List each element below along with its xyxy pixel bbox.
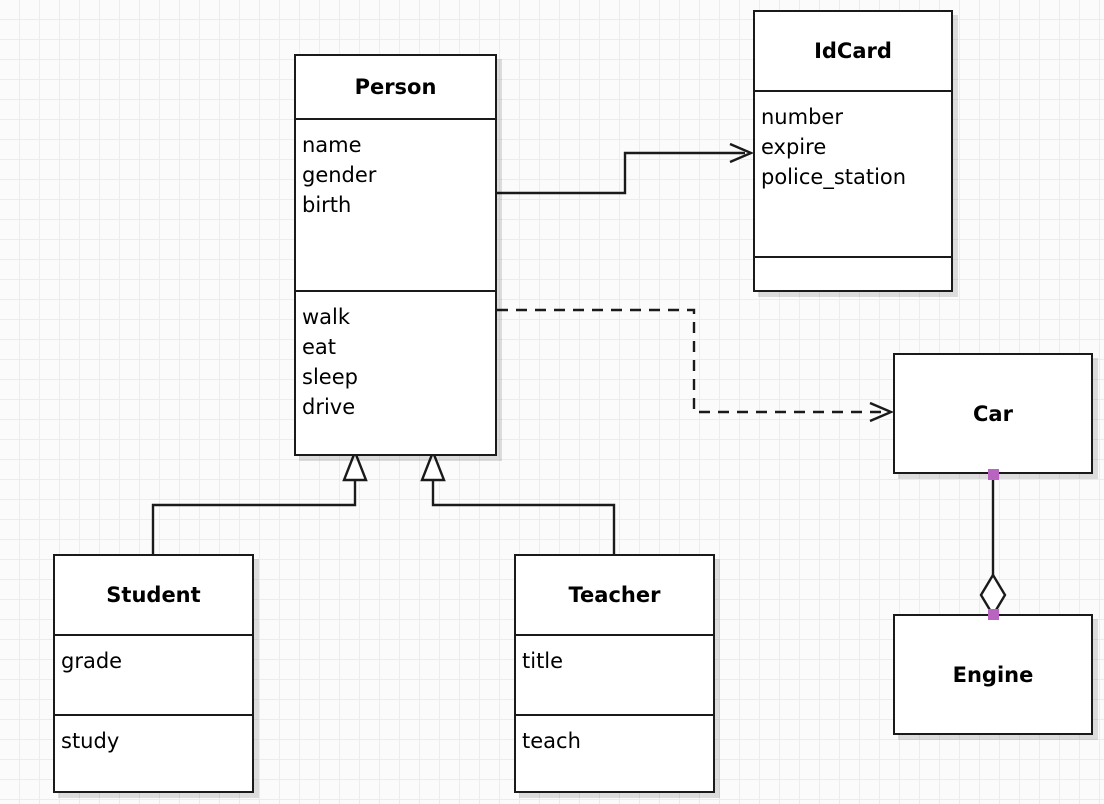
class-methods-person: walk eat sleep drive (296, 290, 495, 454)
edge-person-car (497, 308, 895, 423)
edge-teacher-person (420, 448, 616, 554)
class-methods-idcard (755, 256, 951, 290)
method-row: sleep (302, 365, 358, 389)
class-title-car: Car (973, 401, 1013, 426)
attribute-row: police_station (761, 165, 907, 189)
method-row: walk (302, 305, 351, 329)
edge-handle-engine-end[interactable] (988, 609, 999, 620)
class-title-student: Student (106, 583, 201, 607)
class-box-teacher[interactable]: Teacher title teach (514, 554, 715, 793)
class-box-engine[interactable]: Engine (893, 614, 1093, 735)
class-box-student[interactable]: Student grade study (53, 554, 254, 793)
class-box-person[interactable]: Person name gender birth walk eat sleep … (294, 54, 497, 456)
edge-handle-car-end[interactable] (988, 469, 999, 480)
class-methods-student: study (55, 714, 252, 791)
attribute-row: gender (302, 163, 377, 187)
edge-student-person (151, 448, 368, 554)
class-methods-teacher: teach (516, 714, 713, 791)
edge-person-idcard (497, 142, 755, 195)
class-attributes-student: grade (55, 634, 252, 714)
attribute-row: birth (302, 193, 352, 217)
class-title-idcard: IdCard (814, 39, 892, 63)
method-row: study (61, 729, 120, 753)
class-title-person: Person (354, 75, 437, 99)
edge-car-engine (979, 474, 1007, 618)
attribute-row: number (761, 105, 843, 129)
class-attributes-person: name gender birth (296, 118, 495, 290)
class-title-teacher: Teacher (568, 583, 661, 607)
method-row: drive (302, 395, 356, 419)
class-box-idcard[interactable]: IdCard number expire police_station (753, 10, 953, 292)
attribute-row: expire (761, 135, 827, 159)
class-box-car[interactable]: Car (893, 353, 1093, 474)
attribute-row: name (302, 133, 362, 157)
class-attributes-teacher: title (516, 634, 713, 714)
method-row: teach (522, 729, 581, 753)
class-attributes-idcard: number expire police_station (755, 90, 951, 256)
attribute-row: title (522, 649, 564, 673)
class-title-engine: Engine (952, 662, 1034, 687)
attribute-row: grade (61, 649, 123, 673)
method-row: eat (302, 335, 337, 359)
